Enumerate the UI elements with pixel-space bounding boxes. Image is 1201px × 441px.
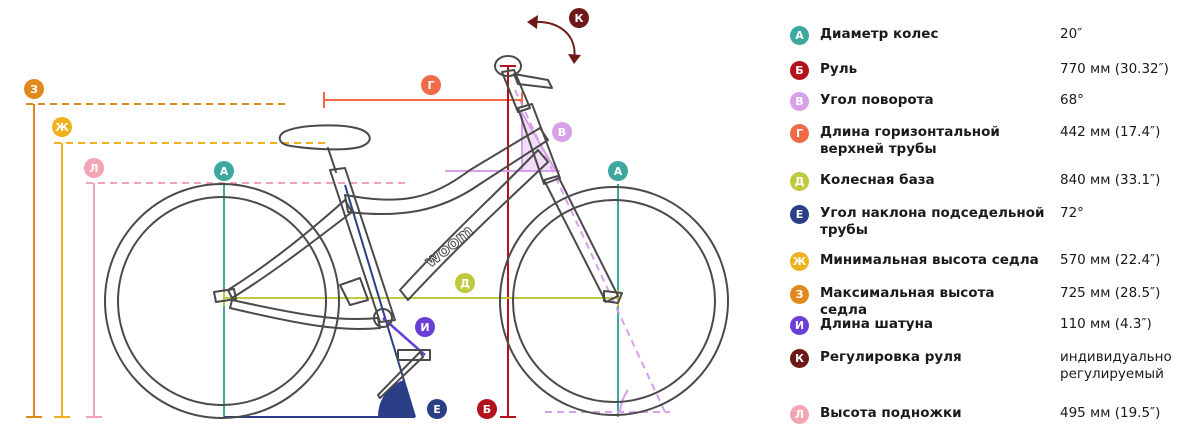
seat-tube-angle-line xyxy=(344,184,416,418)
fork xyxy=(543,175,619,303)
badge-Z: З xyxy=(24,79,44,99)
badge-Z: З xyxy=(790,285,809,304)
rotate-arrow-icon xyxy=(531,20,576,61)
spec-label: Длина горизонтальной верхней трубы xyxy=(820,124,1000,157)
down-tube xyxy=(399,149,549,301)
svg-text:А: А xyxy=(614,165,623,178)
spec-label: Высота подножки xyxy=(820,405,962,421)
bike-geometry-diagram: woom З Ж Л А А Г В Д И Е Б К xyxy=(24,8,729,419)
badge-V: В xyxy=(790,92,809,111)
pedal xyxy=(397,349,431,361)
chain-guard xyxy=(339,277,369,306)
badge-B: Б xyxy=(477,399,497,419)
badge-B: Б xyxy=(790,61,809,80)
rear-tire-inner xyxy=(117,196,327,406)
badge-Zh: Ж xyxy=(790,252,809,271)
spec-label: Регулировка руля xyxy=(820,349,962,365)
svg-text:Ж: Ж xyxy=(55,121,69,134)
diagram-badges: З Ж Л А А Г В Д И Е Б К xyxy=(24,8,628,419)
spec-label: Минимальная высота седла xyxy=(820,252,1039,268)
badge-G: Г xyxy=(790,124,809,143)
seat-tube-angle-arc xyxy=(377,380,415,417)
spec-value: 110 мм (4.3″) xyxy=(1060,316,1152,332)
spec-value: 68° xyxy=(1060,92,1084,108)
badge-A-rear: А xyxy=(214,161,234,181)
rotate-arrow-head-icon xyxy=(527,15,538,29)
seat-post xyxy=(327,147,337,173)
spec-value: 725 мм (28.5″) xyxy=(1060,285,1161,301)
spec-label: Колесная база xyxy=(820,172,935,188)
badge-D: Д xyxy=(790,172,809,191)
badge-I: И xyxy=(415,317,435,337)
chain-stay xyxy=(229,299,381,331)
svg-text:Б: Б xyxy=(483,403,491,416)
badge-E: Е xyxy=(790,205,809,224)
rear-tire-outer xyxy=(104,183,340,419)
badge-K: К xyxy=(569,8,589,28)
spec-label: Угол поворота xyxy=(820,92,934,108)
spec-label: Длина шатуна xyxy=(820,316,934,332)
brand-logo: woom xyxy=(421,221,478,272)
spec-label: Диаметр колес xyxy=(820,26,939,42)
bottom-bracket xyxy=(373,308,393,328)
svg-text:А: А xyxy=(220,165,229,178)
spec-value: 442 мм (17.4″) xyxy=(1060,124,1161,140)
badge-D: Д xyxy=(455,273,475,293)
head-angle-arc xyxy=(619,389,629,413)
svg-text:З: З xyxy=(30,83,38,96)
kickstand xyxy=(377,351,424,399)
rotate-arrow-head-icon xyxy=(568,54,581,64)
front-tire-outer xyxy=(499,186,729,416)
spec-value: 495 мм (19.5″) xyxy=(1060,405,1161,421)
spec-value: 570 мм (22.4″) xyxy=(1060,252,1161,268)
svg-text:Е: Е xyxy=(433,403,441,416)
svg-text:В: В xyxy=(558,126,566,139)
badge-L: Л xyxy=(84,158,104,178)
seat-tube xyxy=(329,167,396,323)
spec-value: 840 мм (33.1″) xyxy=(1060,172,1161,188)
badge-K: К xyxy=(790,349,809,368)
spec-label: Угол наклона подседельной трубы xyxy=(820,205,1045,238)
badge-Zh: Ж xyxy=(52,117,72,137)
spec-label: Максимальная высота седла xyxy=(820,285,995,318)
badge-I: И xyxy=(790,316,809,335)
stem xyxy=(501,69,531,113)
spec-label: Руль xyxy=(820,61,858,77)
badge-A: А xyxy=(790,26,809,45)
saddle xyxy=(278,124,371,151)
svg-text:Л: Л xyxy=(89,162,98,175)
svg-text:И: И xyxy=(420,321,429,334)
top-tube xyxy=(344,127,549,216)
badge-A-front: А xyxy=(608,161,628,181)
spec-value: 770 мм (30.32″) xyxy=(1060,61,1169,77)
svg-text:Д: Д xyxy=(460,277,470,290)
bike-outline xyxy=(104,55,729,419)
seat-stay xyxy=(227,199,353,299)
spec-value: 20″ xyxy=(1060,26,1083,42)
brake-lever xyxy=(513,73,553,89)
badge-V: В xyxy=(552,122,572,142)
badge-E: Е xyxy=(427,399,447,419)
badge-L: Л xyxy=(790,405,809,424)
spec-value: 72° xyxy=(1060,205,1084,221)
badge-G: Г xyxy=(421,75,441,95)
front-tire-inner xyxy=(512,199,716,403)
svg-text:К: К xyxy=(575,12,584,25)
spec-value: индивидуально регулируемый xyxy=(1060,349,1172,382)
svg-text:Г: Г xyxy=(427,79,434,92)
handlebar-grip xyxy=(494,55,522,77)
